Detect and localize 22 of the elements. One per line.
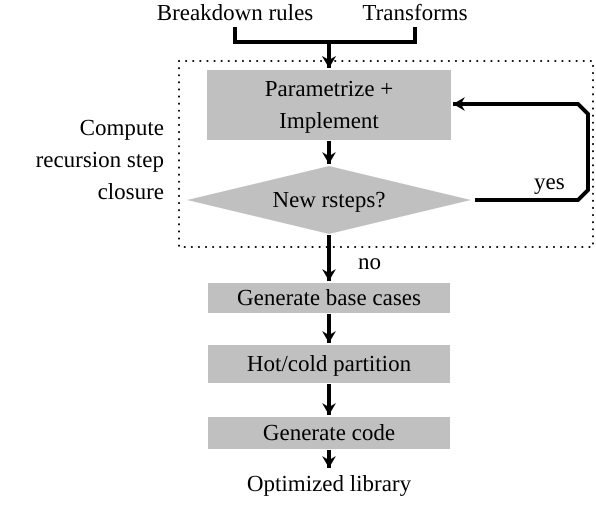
decision-diamond xyxy=(187,166,471,234)
arrow xyxy=(322,384,336,415)
group-caption: Compute recursion step closure xyxy=(34,114,164,206)
node-label: Parametrize + Implement xyxy=(264,75,394,135)
process-box xyxy=(208,345,450,383)
node-label: Generate code xyxy=(262,419,396,447)
process-box xyxy=(208,417,450,449)
process-box xyxy=(207,70,451,140)
node-label: Hot/cold partition xyxy=(246,350,412,378)
arrow xyxy=(322,141,336,164)
node-label: Generate base cases xyxy=(237,284,421,312)
process-box xyxy=(208,283,450,313)
arrow xyxy=(322,314,336,343)
arrow xyxy=(453,97,590,202)
arrow xyxy=(322,450,336,468)
node-label: New rsteps? xyxy=(272,186,386,214)
flow-text: Transforms xyxy=(350,0,480,26)
arrow xyxy=(322,27,417,68)
flow-text: Optimized library xyxy=(224,470,434,498)
arrow xyxy=(322,235,336,281)
flow-text: Breakdown rules xyxy=(140,0,330,26)
dotted-group-box xyxy=(178,60,594,248)
